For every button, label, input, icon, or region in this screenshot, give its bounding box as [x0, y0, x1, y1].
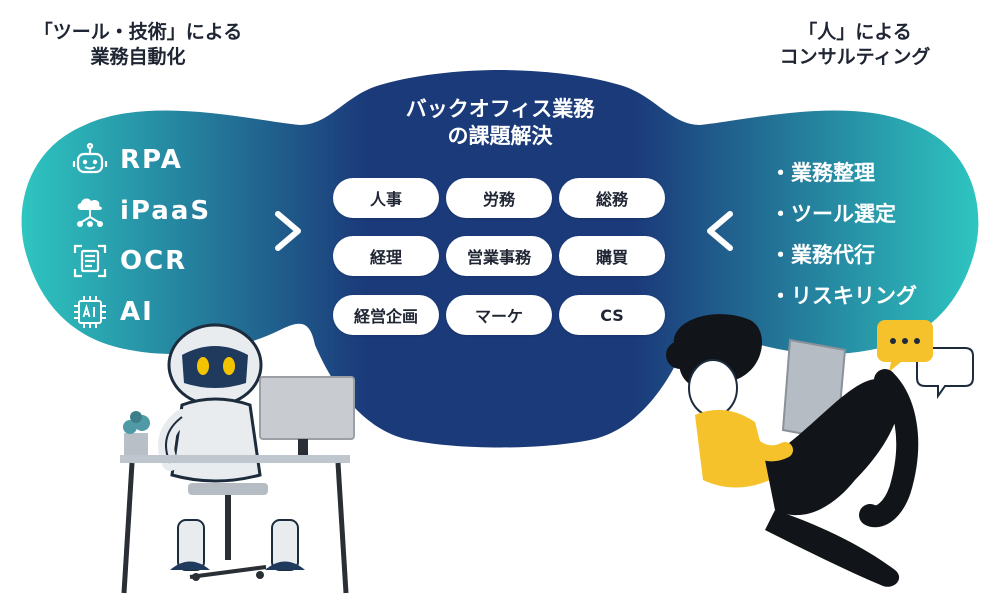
consulting-item-tool-sentei: ・ツール選定 [770, 202, 896, 226]
tool-label-ocr: OCR [120, 246, 188, 276]
left-heading: 「ツール・技術」による 業務自動化 [18, 20, 258, 69]
chevron-left-icon [707, 211, 733, 251]
task-pill-keiri: 経理 [333, 236, 439, 276]
left-heading-line2: 業務自動化 [90, 45, 186, 68]
center-heading: バックオフィス業務 の課題解決 [370, 96, 630, 151]
tool-ocr: OCR [72, 243, 187, 279]
task-pill-eigyou-jimu: 営業事務 [446, 236, 552, 276]
center-heading-line1: バックオフィス業務 [405, 97, 595, 121]
consulting-item-reskilling: ・リスキリング [770, 284, 917, 308]
task-pill-marke: マーケ [446, 295, 552, 335]
consultant-woman-illustration [666, 314, 974, 587]
right-heading-line1: 「人」による [798, 21, 912, 43]
tool-ipaas: iPaaS [72, 193, 211, 229]
task-pill-jinji: 人事 [333, 178, 439, 218]
right-heading: 「人」による コンサルティング [735, 20, 975, 69]
consulting-item-gyoumu-daikou: ・業務代行 [770, 243, 875, 267]
document-scan-icon [73, 244, 107, 278]
robot-head-icon [72, 142, 108, 174]
tool-label-ai: AI [120, 297, 154, 327]
task-pill-soumu: 総務 [559, 178, 665, 218]
tool-label-rpa: RPA [120, 145, 183, 175]
task-pill-roumu: 労務 [446, 178, 552, 218]
robot-at-desk-illustration [120, 323, 355, 594]
center-heading-line2: の課題解決 [447, 124, 553, 149]
right-heading-line2: コンサルティング [779, 45, 931, 68]
consulting-item-gyoumu-seiri: ・業務整理 [770, 161, 875, 185]
task-pill-koubai: 購買 [559, 236, 665, 276]
left-heading-line1: 「ツール・技術」による [33, 21, 243, 43]
task-pill-keiei-kikaku: 経営企画 [333, 295, 439, 335]
tool-rpa: RPA [72, 142, 183, 178]
chevron-right-icon [275, 211, 301, 251]
task-pill-cs: CS [559, 295, 665, 335]
tool-label-ipaas: iPaaS [120, 196, 212, 226]
tool-ai: AI [72, 294, 154, 330]
cloud-network-icon [77, 198, 103, 227]
ai-chip-icon [74, 296, 106, 328]
